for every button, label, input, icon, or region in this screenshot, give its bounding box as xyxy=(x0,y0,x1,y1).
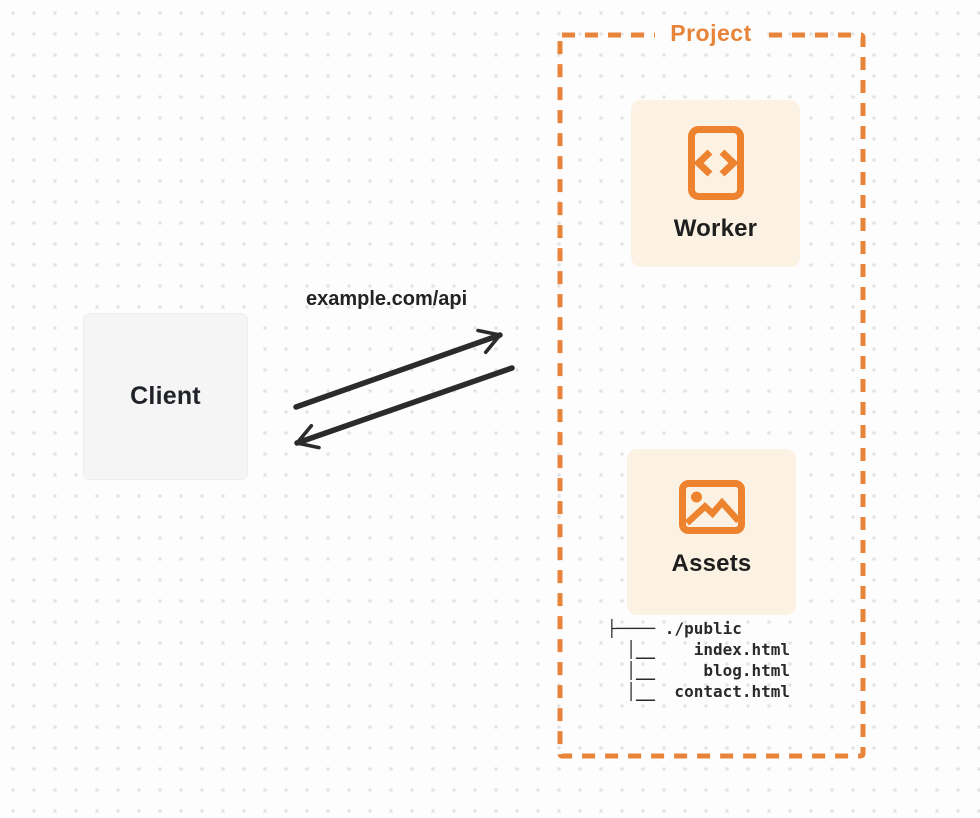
request-url-label: example.com/api xyxy=(306,288,468,310)
client-label: Client xyxy=(130,382,201,410)
assets-file-tree: ├──── ./public │__ index.html │__ blog.h… xyxy=(607,618,790,702)
request-arrow xyxy=(293,328,503,410)
file-tree-root: ├──── ./public xyxy=(607,619,742,638)
assets-label: Assets xyxy=(671,550,752,577)
image-icon xyxy=(678,480,745,534)
client-node: Client xyxy=(83,313,248,480)
project-label: Project xyxy=(655,20,767,47)
file-tree-item: │__ contact.html xyxy=(607,682,791,701)
assets-node: Assets xyxy=(627,449,796,615)
response-arrow xyxy=(294,365,515,450)
file-tree-item: │__ blog.html xyxy=(607,661,791,680)
code-file-icon xyxy=(687,126,744,200)
client-project-arrows xyxy=(293,328,515,450)
file-tree-item: │__ index.html xyxy=(607,640,791,659)
worker-label: Worker xyxy=(673,215,758,242)
worker-node: Worker xyxy=(631,100,800,267)
